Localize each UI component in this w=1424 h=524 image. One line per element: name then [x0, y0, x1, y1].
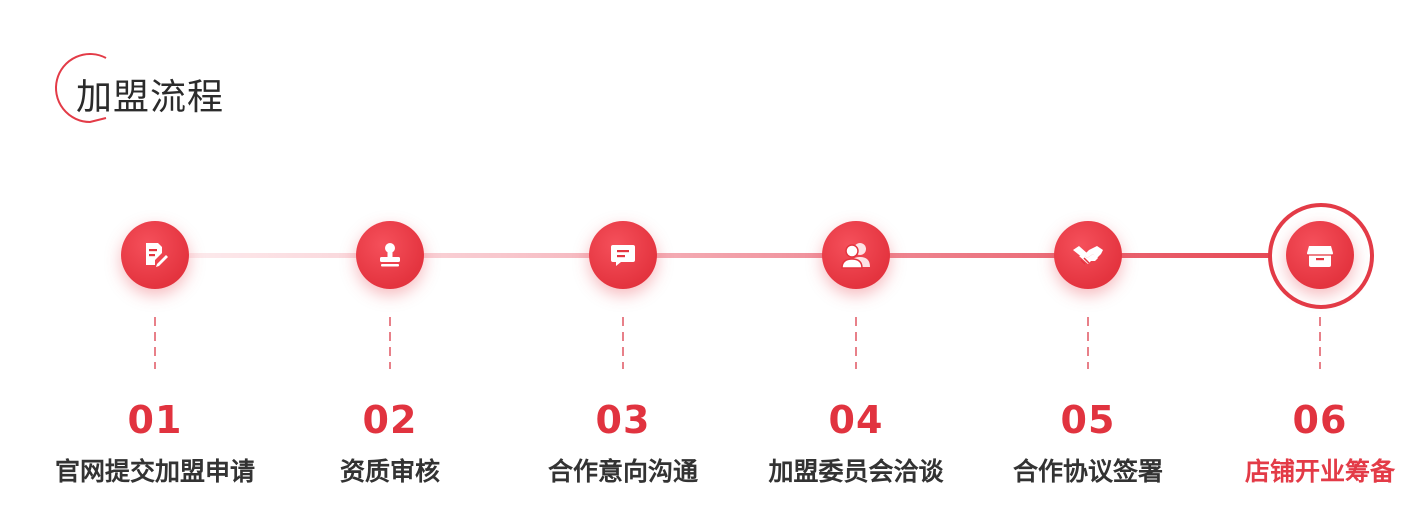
step-number: 04 — [828, 398, 884, 442]
connector-dash — [622, 317, 624, 369]
connector-dash — [855, 317, 857, 369]
step-number: 03 — [595, 398, 651, 442]
handshake-icon — [1073, 246, 1103, 265]
progress-track — [155, 253, 1320, 258]
connector-dash — [1319, 317, 1321, 369]
step-number: 06 — [1292, 398, 1348, 442]
stamp-icon — [380, 243, 400, 267]
step-label: 店铺开业筹备 — [1244, 457, 1395, 486]
edit-document-icon — [146, 243, 168, 267]
step-node — [589, 221, 657, 289]
step-node — [356, 221, 424, 289]
step-node — [1286, 221, 1354, 289]
step-number: 01 — [127, 398, 183, 442]
title-bubble-icon — [55, 53, 107, 124]
step-label: 合作意向沟通 — [547, 457, 698, 486]
step-label: 合作协议签署 — [1012, 457, 1163, 486]
step-number: 05 — [1060, 398, 1116, 442]
storefront-icon — [1307, 246, 1333, 267]
section-title: 加盟流程 — [76, 77, 225, 118]
step-node — [822, 221, 890, 289]
connector-dash — [1087, 317, 1089, 369]
step-label: 资质审核 — [339, 457, 440, 486]
active-step-ring — [1268, 203, 1374, 309]
section-header: 加盟流程 — [48, 52, 248, 130]
step-node — [121, 221, 189, 289]
step-label: 加盟委员会洽谈 — [768, 457, 944, 486]
step-node — [1054, 221, 1122, 289]
connector-dash — [389, 317, 391, 369]
connector-dash — [154, 317, 156, 369]
chat-bubble-icon — [611, 245, 635, 266]
users-icon — [841, 243, 870, 269]
step-label: 官网提交加盟申请 — [54, 457, 255, 486]
step-number: 02 — [362, 398, 418, 442]
